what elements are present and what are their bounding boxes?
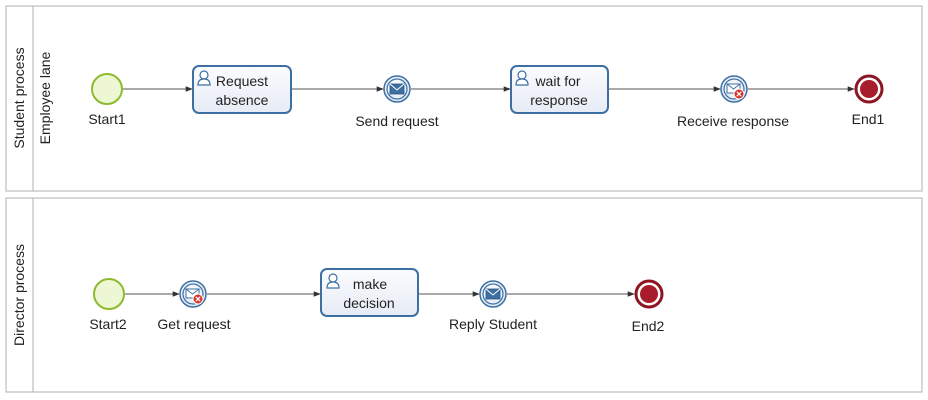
message-event-receive-response[interactable]: Receive response bbox=[677, 75, 789, 129]
lane-employee-label: Employee lane bbox=[37, 51, 53, 144]
start-event-start2[interactable]: Start2 bbox=[89, 278, 127, 332]
message-event-send-request[interactable]: Send request bbox=[355, 75, 439, 129]
get-request-label: Get request bbox=[157, 316, 230, 332]
pool-student-label: Student process bbox=[11, 47, 27, 148]
task-request-line2: absence bbox=[216, 92, 269, 108]
envelope-icon bbox=[726, 83, 741, 94]
send-request-label: Send request bbox=[355, 113, 438, 129]
start2-label: Start2 bbox=[89, 316, 127, 332]
task-request-absence[interactable]: Request absence bbox=[192, 65, 292, 114]
envelope-icon bbox=[485, 288, 501, 300]
user-icon bbox=[197, 70, 211, 86]
end2-label: End2 bbox=[632, 318, 665, 334]
receive-response-label: Receive response bbox=[677, 113, 789, 129]
user-icon bbox=[326, 273, 340, 289]
message-event-reply-student[interactable]: Reply Student bbox=[449, 280, 537, 332]
reply-student-label: Reply Student bbox=[449, 316, 537, 332]
start-event-start1[interactable]: Start1 bbox=[88, 73, 126, 127]
task-wait-line1: wait for bbox=[534, 73, 580, 89]
end-event-end2[interactable]: End2 bbox=[632, 279, 665, 334]
task-request-line1: Request bbox=[216, 73, 268, 89]
error-badge-icon bbox=[192, 293, 204, 305]
error-badge-icon bbox=[733, 88, 745, 100]
pool-director-label: Director process bbox=[11, 244, 27, 346]
end-event-end1[interactable]: End1 bbox=[852, 74, 885, 127]
pool-director[interactable]: Director process bbox=[5, 197, 923, 393]
pool-student[interactable]: Student process Employee lane bbox=[5, 5, 923, 192]
task-make-decision[interactable]: make decision bbox=[320, 268, 419, 317]
envelope-icon bbox=[389, 83, 405, 95]
envelope-icon bbox=[185, 288, 200, 299]
start1-label: Start1 bbox=[88, 111, 126, 127]
message-event-get-request[interactable]: Get request bbox=[157, 280, 231, 332]
end1-label: End1 bbox=[852, 111, 885, 127]
task-decision-line2: decision bbox=[343, 295, 394, 311]
user-icon bbox=[515, 70, 529, 86]
task-wait-for-response[interactable]: wait for response bbox=[510, 65, 609, 114]
task-decision-line1: make bbox=[353, 276, 387, 292]
task-wait-line2: response bbox=[530, 92, 588, 108]
